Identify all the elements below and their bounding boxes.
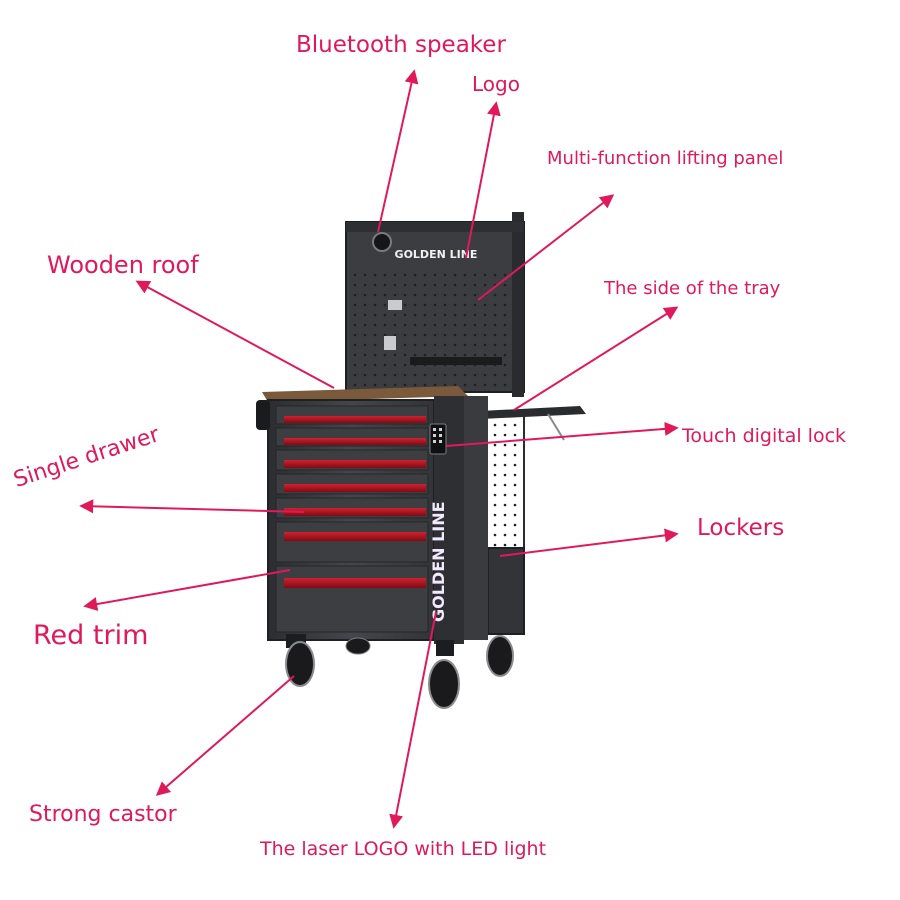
laser-led-logo: GOLDEN LINE [429,501,448,622]
arrow-bluetooth-speaker [377,69,419,233]
label-logo: Logo [472,72,520,96]
drawer [275,565,429,633]
label-digital-lock: Touch digital lock [682,425,847,447]
label-strong-castor: Strong castor [29,802,177,827]
touch-digital-lock [429,423,447,455]
lifting-panel: GOLDEN LINE [345,212,525,397]
label-tray-side: The side of the tray [604,278,781,299]
arrow-red-trim [83,569,291,611]
wooden-roof [262,386,468,402]
drawer [275,473,429,495]
castor [486,635,514,677]
arrow-strong-castor [155,675,295,796]
arrow-lifting-panel [477,194,615,301]
drawer [275,497,429,519]
castor-wheels [285,634,514,709]
arrow-single-drawer [79,499,305,514]
label-wooden-roof: Wooden roof [47,251,199,279]
label-lifting-panel: Multi-function lifting panel [547,148,784,169]
label-lockers: Lockers [697,515,785,541]
label-bluetooth-speaker: Bluetooth speaker [296,32,506,58]
drawer [275,405,429,425]
castor [428,659,460,709]
castor [345,637,371,655]
drawer [275,427,429,447]
bluetooth-speaker [372,232,392,252]
castor [285,641,315,687]
panel-logo: GOLDEN LINE [395,248,478,261]
side-locker [487,547,525,635]
label-laser-logo: The laser LOGO with LED light [260,838,547,860]
arrow-lockers [499,528,679,557]
label-red-trim: Red trim [33,620,149,651]
annotation-arrows [79,69,679,829]
drawer [275,521,429,563]
drawer [275,449,429,471]
arrow-wooden-roof [135,280,335,389]
arrow-logo [465,101,501,259]
arrow-tray-side [513,306,679,411]
drawer-stack [275,405,429,633]
arrow-laser-logo [389,611,437,829]
arrow-digital-lock [445,421,679,447]
